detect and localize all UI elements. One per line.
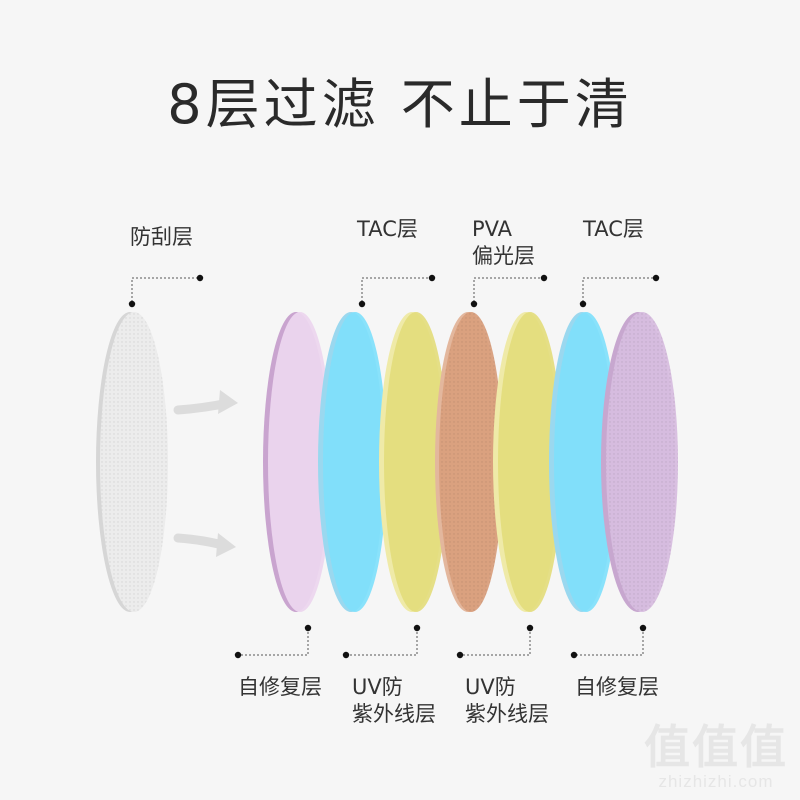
label-pva-line1: PVA [472,217,513,241]
label-self-repair-2: 自修复层 [575,675,659,699]
label-self-repair-1: 自修复层 [238,675,322,699]
label-tac-2: TAC层 [583,217,644,241]
label-uv-1-line2: 紫外线层 [352,702,436,726]
bottom-leader-dots [234,624,647,659]
scratch-resistant-layer [96,312,168,612]
arrow-icon-bottom [173,533,236,557]
pva-polarizing-layer [435,312,503,612]
self-repair-layer-2 [601,312,678,612]
label-uv-1: UV防 紫外线层 [352,674,436,728]
watermark-url: zhizhizhi.com [658,772,774,791]
bottom-leader-lines [238,628,644,656]
top-leader-dots [128,274,660,308]
label-uv-2: UV防 紫外线层 [465,674,549,728]
watermark-logo: 值值值 [644,721,788,773]
label-pva: PVA 偏光层 [472,216,535,270]
tac-layer-1 [318,312,387,612]
label-uv-1-line1: UV防 [352,675,403,699]
uv-layer-2 [493,312,562,612]
label-pva-line2: 偏光层 [472,244,535,268]
label-scratch-resistant: 防刮层 [130,225,193,249]
label-uv-2-line2: 紫外线层 [465,702,549,726]
label-uv-2-line1: UV防 [465,675,516,699]
uv-layer-1 [379,312,448,612]
label-tac-1: TAC层 [357,217,418,241]
self-repair-layer-1 [263,312,332,612]
page-title: 8层过滤 不止于清 [167,73,633,136]
watermark: 值值值 zhizhizhi.com [644,722,788,792]
arrow-icon-top [173,390,238,415]
tac-layer-2 [549,312,618,612]
top-leader-lines [131,277,656,302]
